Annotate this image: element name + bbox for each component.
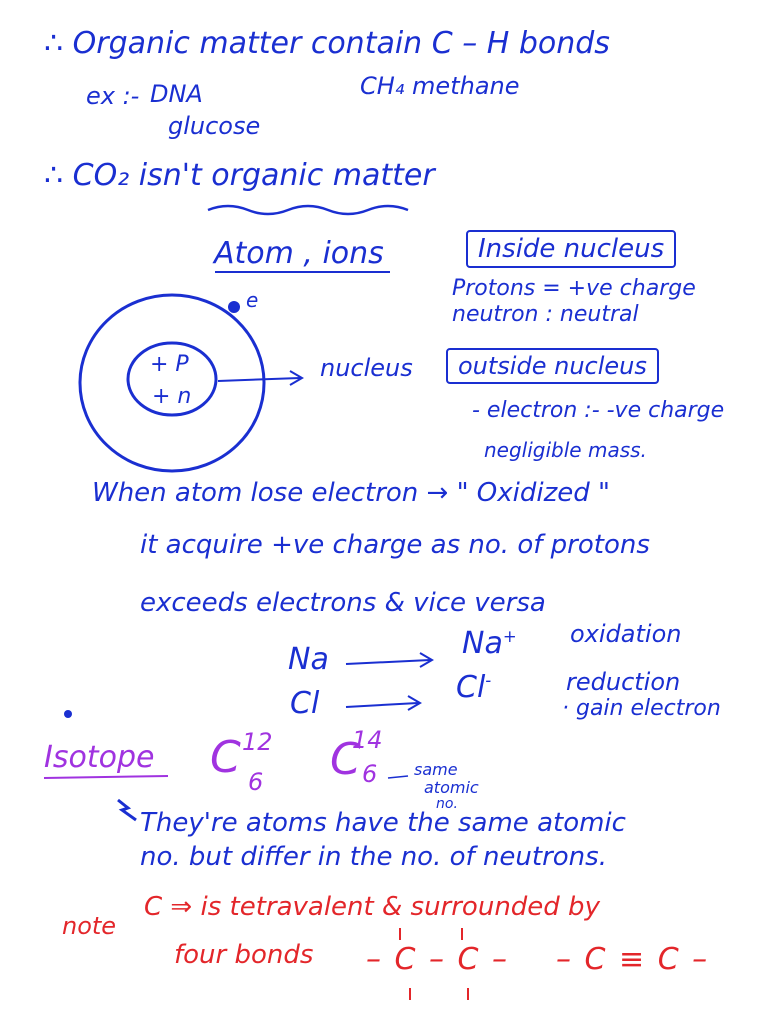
c14-atomic: 6 bbox=[362, 760, 378, 788]
no-word: no. bbox=[436, 796, 458, 812]
cl-arrow bbox=[345, 702, 419, 708]
cl-arrow-head bbox=[407, 695, 422, 711]
atomic-word: atomic bbox=[424, 778, 479, 797]
electron-label: e bbox=[246, 288, 259, 312]
inside-neutron: neutron : neutral bbox=[452, 302, 639, 327]
nucleus-protons: + P bbox=[150, 352, 189, 377]
carbon-14: C bbox=[330, 734, 361, 785]
na-arrow bbox=[345, 659, 431, 665]
atom-outer-circle bbox=[78, 293, 266, 473]
isotope-underline bbox=[43, 775, 169, 779]
na-ion-charge: + bbox=[502, 627, 517, 646]
gain-electron: · gain electron bbox=[562, 696, 721, 721]
electron-dot bbox=[228, 301, 240, 313]
same-arrow bbox=[387, 775, 409, 779]
note-line2: four bonds bbox=[174, 940, 314, 970]
na-atom: Na bbox=[288, 642, 329, 677]
reduction-word: reduction bbox=[566, 668, 681, 696]
outside-electron: - electron :- -ve charge bbox=[472, 398, 725, 423]
oxidation-line3: exceeds electrons & vice versa bbox=[140, 588, 546, 618]
cl-atom: Cl bbox=[290, 686, 320, 721]
nucleus-arrow-head bbox=[289, 370, 304, 386]
na-arrow-head bbox=[419, 652, 434, 668]
nucleus-arrow bbox=[217, 377, 301, 382]
nucleus-neutrons: + n bbox=[152, 384, 192, 409]
triple-bond-structure: – C ≡ C – bbox=[556, 942, 710, 977]
c12-symbol: C bbox=[210, 732, 241, 783]
cl-ion-symbol: Cl bbox=[456, 670, 486, 705]
single-bond-structure: – C – C – bbox=[366, 942, 510, 977]
wavy-underline bbox=[207, 204, 409, 216]
inside-protons: Protons = +ve charge bbox=[452, 276, 696, 301]
example-methane: CH₄ methane bbox=[360, 72, 520, 100]
bullet-dot bbox=[64, 710, 72, 718]
same-word: same bbox=[414, 760, 458, 779]
nucleus-circle bbox=[126, 341, 218, 417]
c12-atomic: 6 bbox=[248, 768, 264, 796]
outside-mass: negligible mass. bbox=[484, 438, 647, 462]
carbon-12: C bbox=[210, 732, 241, 783]
na-ion: Na+ bbox=[462, 626, 517, 661]
oxidation-line1: When atom lose electron → " Oxidized " bbox=[92, 478, 610, 508]
example-dna: DNA bbox=[150, 80, 203, 108]
inside-nucleus-title: Inside nucleus bbox=[466, 230, 677, 268]
nucleus-label: nucleus bbox=[320, 354, 413, 382]
oxidation-word: oxidation bbox=[570, 620, 682, 648]
c14-mass: 14 bbox=[352, 726, 383, 754]
note-line1: C ⇒ is tetravalent & surrounded by bbox=[144, 892, 600, 922]
isotope-def-line2: no. but differ in the no. of neutrons. bbox=[140, 842, 607, 872]
cl-ion: Cl- bbox=[456, 670, 491, 705]
isotope-def-line1: They're atoms have the same atomic bbox=[140, 808, 626, 838]
note-label: note bbox=[62, 912, 117, 940]
organic-line: ∴ Organic matter contain C – H bonds bbox=[44, 26, 610, 61]
cl-ion-charge: - bbox=[485, 671, 492, 690]
example-label: ex :- bbox=[86, 82, 140, 110]
outside-nucleus-title: outside nucleus bbox=[446, 348, 659, 384]
example-glucose: glucose bbox=[168, 112, 261, 140]
c14-symbol: C bbox=[330, 734, 361, 785]
scribble-arrow bbox=[117, 798, 137, 822]
oxidation-line2: it acquire +ve charge as no. of protons bbox=[140, 530, 650, 560]
isotope-title: Isotope bbox=[44, 740, 155, 775]
atom-title: Atom , ions bbox=[214, 236, 384, 271]
na-ion-symbol: Na bbox=[462, 626, 503, 661]
c12-mass: 12 bbox=[242, 728, 273, 756]
co2-line: ∴ CO₂ isn't organic matter bbox=[44, 158, 435, 193]
